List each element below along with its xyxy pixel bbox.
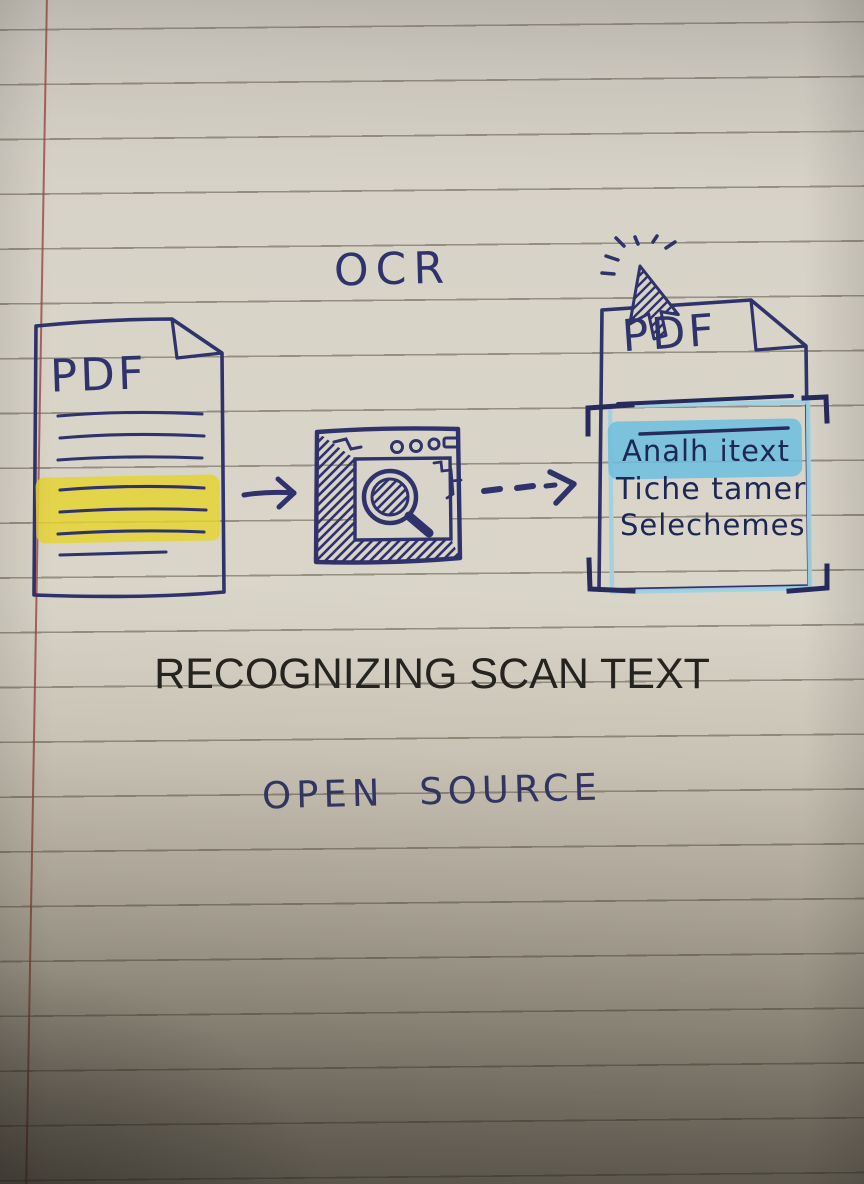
ocr-title: OCR xyxy=(333,242,452,297)
right-pdf-document: PDF Analh itext Tiche tamer Selechemes xyxy=(580,234,864,606)
caption: RECOGNIZING SCAN TEXT xyxy=(154,650,710,698)
right-arrow-icon xyxy=(241,476,297,510)
recognized-text-line: Selechemes xyxy=(620,508,806,542)
subcaption: OPEN SOURCE xyxy=(261,765,603,818)
machine-buttons xyxy=(390,436,460,454)
recognized-text-line: Tiche tamer xyxy=(616,472,807,507)
machine-left-hatch xyxy=(316,432,355,562)
dashed-right-arrow-icon xyxy=(481,469,577,506)
right-pdf-drawing xyxy=(585,234,830,595)
left-pdf-document: PDF xyxy=(26,312,228,602)
recognized-text-line: Analh itext xyxy=(622,434,790,468)
pdf-label: PDF xyxy=(620,304,719,363)
pdf-label: PDF xyxy=(49,346,148,403)
magnifier-lens xyxy=(370,477,410,517)
ocr-scanner-machine-icon xyxy=(313,426,463,565)
